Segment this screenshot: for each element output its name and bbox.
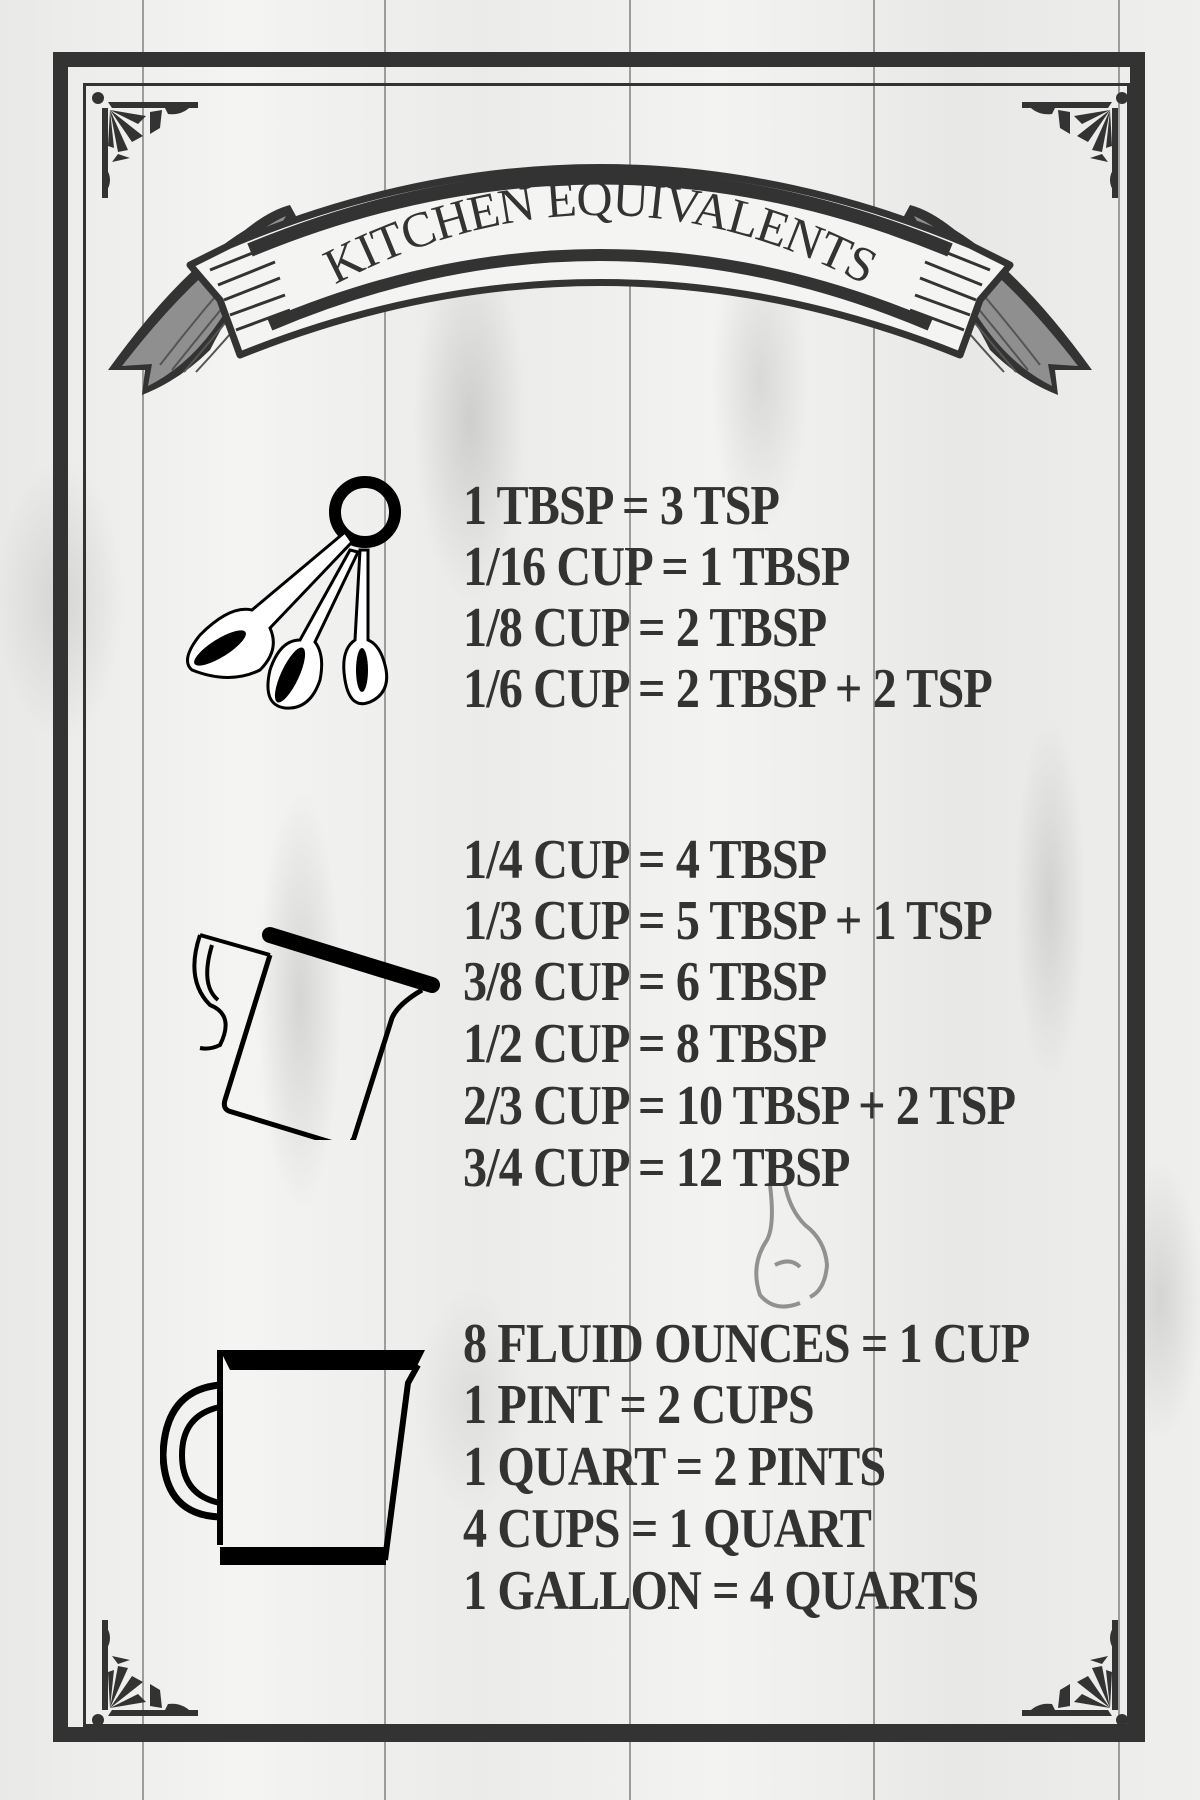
equivalence-row: 1/16 CUP = 1 TBSP — [463, 536, 850, 598]
plank-seam — [1118, 0, 1120, 1800]
equivalence-row: 8 FLUID OUNCES = 1 CUP — [463, 1313, 1030, 1375]
plank-seam — [142, 0, 144, 1800]
measuring-pitcher-icon — [160, 1350, 425, 1565]
plank-seam — [873, 0, 875, 1800]
plank-seam — [384, 0, 386, 1800]
equivalence-row: 2/3 CUP = 10 TBSP + 2 TSP — [463, 1075, 1016, 1137]
corner-ornament-top-left — [92, 92, 198, 198]
equivalence-row: 1/3 CUP = 5 TBSP + 1 TSP — [463, 890, 993, 952]
equivalence-row: 1/4 CUP = 4 TBSP — [463, 829, 827, 891]
equivalence-row: 3/8 CUP = 6 TBSP — [463, 951, 827, 1013]
measuring-spoons-icon — [186, 476, 401, 710]
equivalence-row: 1 PINT = 2 CUPS — [463, 1374, 815, 1436]
equivalence-row: 1 GALLON = 4 QUARTS — [463, 1560, 979, 1622]
title-banner: KITCHEN EQUIVALENTS — [108, 164, 1092, 395]
wood-knot-decoration — [754, 1185, 830, 1309]
equivalence-row: 1 TBSP = 3 TSP — [463, 475, 780, 537]
equivalence-row: 3/4 CUP = 12 TBSP — [463, 1137, 850, 1199]
equivalence-row: 1/6 CUP = 2 TBSP + 2 TSP — [463, 658, 993, 720]
outer-frame — [53, 52, 1145, 1742]
equivalence-row: 1/8 CUP = 2 TBSP — [463, 597, 827, 659]
corner-ornament-bottom-left — [92, 1620, 198, 1726]
measuring-cup-tilted-icon — [192, 927, 440, 1140]
equivalence-row: 4 CUPS = 1 QUART — [463, 1498, 872, 1560]
inner-frame-line — [83, 83, 1130, 1727]
equivalence-row: 1 QUART = 2 PINTS — [463, 1436, 886, 1498]
equivalence-row: 1/2 CUP = 8 TBSP — [463, 1013, 827, 1075]
corner-ornament-bottom-right — [1022, 1620, 1128, 1726]
corner-ornament-top-right — [1022, 92, 1128, 198]
plank-seam — [629, 0, 631, 1800]
